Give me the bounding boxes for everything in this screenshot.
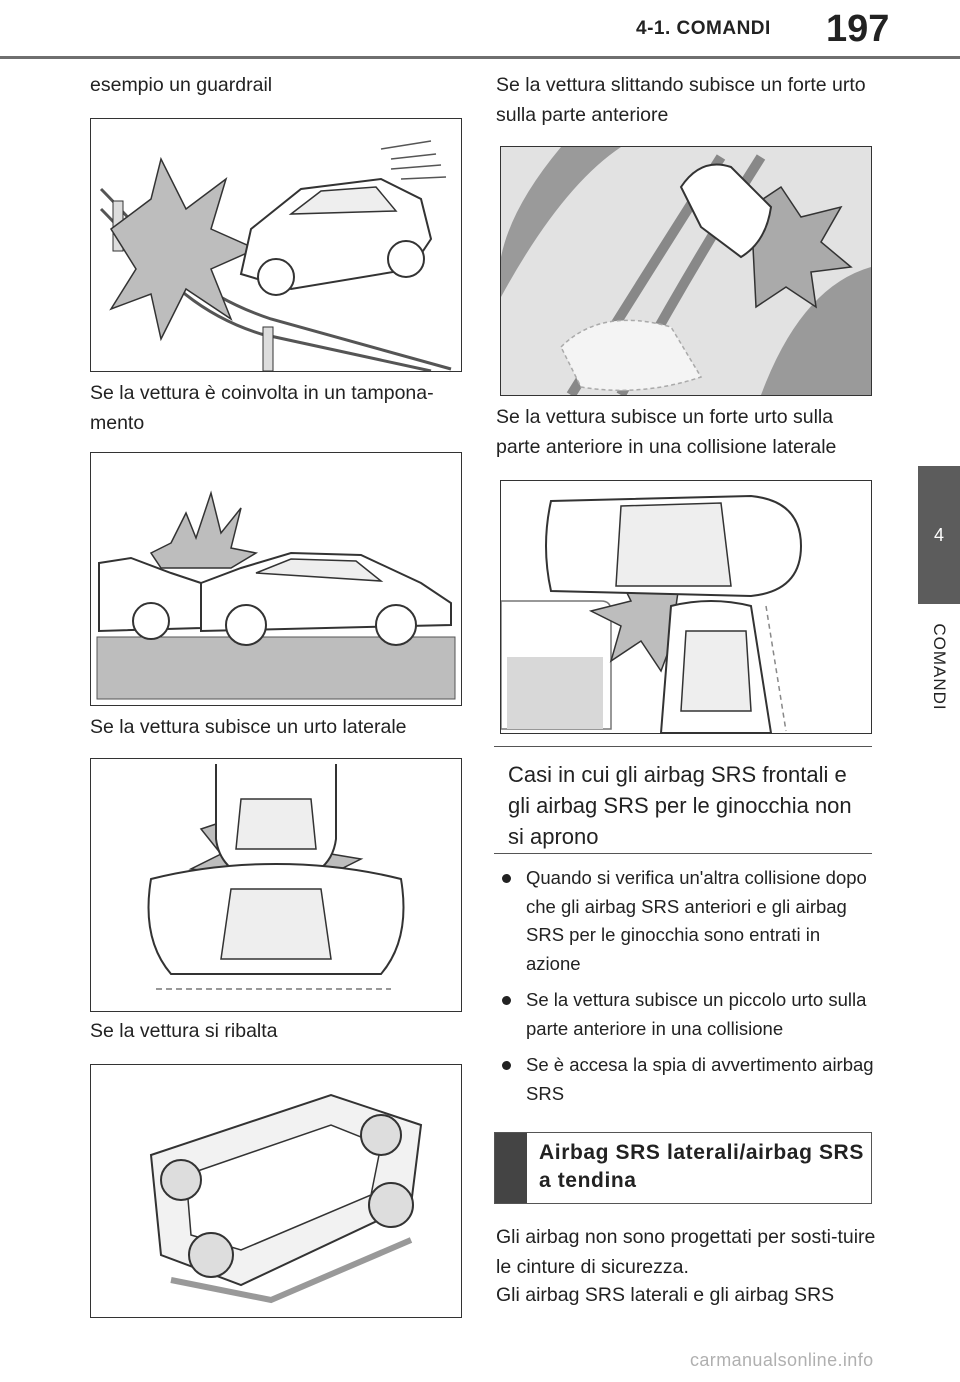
caption-urto-laterale: Se la vettura subisce un urto laterale bbox=[90, 716, 407, 738]
section-label: 4-1. COMANDI bbox=[636, 18, 771, 39]
caption-guardrail: esempio un guardrail bbox=[90, 74, 273, 96]
guardrail-car-illustration bbox=[99, 140, 452, 371]
bullet-dot-icon bbox=[502, 996, 511, 1005]
skidding-impact-illustration bbox=[501, 147, 871, 395]
figure-slittando bbox=[500, 146, 872, 396]
list-item: Se è accesa la spia di avvertimento airb… bbox=[498, 1051, 878, 1108]
chapter-tab: 4 bbox=[918, 466, 960, 604]
chapter-tab-label: COMANDI bbox=[930, 623, 949, 711]
bullet-list: Quando si verifica un'altra collisione d… bbox=[498, 864, 878, 1116]
caption-collisione-laterale: Se la vettura subisce un forte urto sull… bbox=[496, 406, 837, 458]
bullet-dot-icon bbox=[502, 874, 511, 883]
page-number: 197 bbox=[826, 8, 890, 50]
watermark: carmanualsonline.info bbox=[690, 1350, 874, 1370]
frontal-side-collision-illustration bbox=[501, 494, 803, 733]
figure-collisione-laterale bbox=[500, 480, 872, 734]
section-title: Airbag SRS laterali/airbag SRS a tendina bbox=[539, 1141, 864, 1192]
caption-tamponamento: Se la vettura è coinvolta in un tampona-… bbox=[90, 382, 434, 434]
rear-collision-illustration bbox=[96, 490, 456, 700]
rollover-illustration bbox=[149, 1093, 423, 1304]
bullet-dot-icon bbox=[502, 1061, 511, 1070]
body-paragraph-1: Gli airbag non sono progettati per sosti… bbox=[496, 1226, 876, 1278]
figure-tamponamento bbox=[90, 452, 462, 706]
body-paragraph-2: Gli airbag SRS laterali e gli airbag SRS bbox=[496, 1284, 835, 1306]
figure-guardrail bbox=[90, 118, 462, 372]
section-title-box: Airbag SRS laterali/airbag SRS a tendina bbox=[494, 1132, 872, 1204]
section-title-bar bbox=[495, 1133, 527, 1203]
list-item: Quando si verifica un'altra collisione d… bbox=[498, 864, 878, 978]
caption-ribalta: Se la vettura si ribalta bbox=[90, 1020, 278, 1042]
figure-urto-laterale bbox=[90, 758, 462, 1012]
heading-casi-non-aprono: Casi in cui gli airbag SRS frontali e gl… bbox=[494, 746, 872, 854]
header-divider bbox=[0, 56, 960, 59]
caption-slittando: Se la vettura slittando subisce un forte… bbox=[496, 74, 866, 126]
list-item: Se la vettura subisce un piccolo urto su… bbox=[498, 986, 878, 1043]
figure-ribalta bbox=[90, 1064, 462, 1318]
side-impact-illustration bbox=[147, 764, 405, 990]
